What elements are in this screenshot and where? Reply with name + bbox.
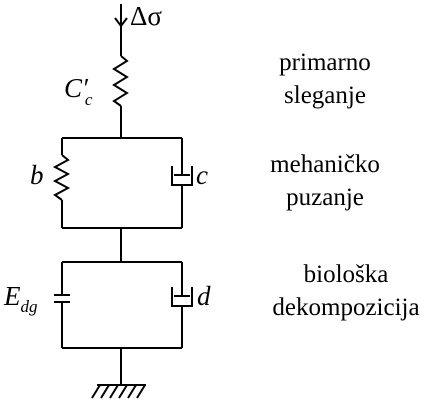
stage-mechanical-creep: mehaničko puzanje	[270, 151, 380, 211]
bio-dashpot-label: d	[197, 281, 211, 311]
primary-spring	[112, 26, 129, 138]
stage-biological-line-2: dekompozicija	[272, 294, 419, 321]
mechanical-creep-block	[52, 137, 193, 229]
stage-primary-line-1: primarno	[279, 49, 371, 76]
mech-dashpot-label: c	[196, 160, 208, 190]
biological-decomposition-block	[54, 261, 193, 349]
ground-symbol	[91, 348, 146, 399]
mech-spring-label: b	[30, 160, 44, 190]
load-label: Δσ	[130, 1, 162, 31]
stage-primary-line-2: sleganje	[284, 82, 366, 109]
load-arrow	[114, 4, 128, 28]
stage-mechanical-line-1: mehaničko	[270, 151, 380, 178]
stage-mechanical-line-2: puzanje	[286, 184, 364, 211]
primary-spring-label: C′c	[64, 73, 93, 109]
stage-biological-line-1: biološka	[304, 261, 389, 288]
stage-primary-settlement: primarno sleganje	[279, 49, 371, 109]
bio-capacitor-label: Edg	[3, 281, 38, 316]
stage-biological-decomposition: biološka dekompozicija	[272, 261, 419, 321]
